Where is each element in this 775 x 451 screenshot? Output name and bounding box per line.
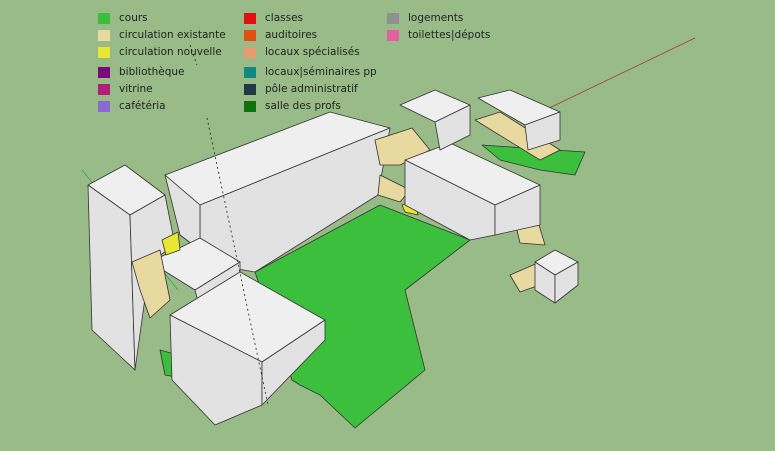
legend-label: bibliothèque [119, 66, 185, 78]
legend-swatch [98, 12, 110, 24]
legend-swatch [244, 100, 256, 112]
front-wing-front [169, 314, 263, 426]
circulation-back [474, 111, 561, 161]
legend-item-toilettes-depots: toilettes|dépots [387, 28, 490, 42]
right-building-front [404, 159, 496, 241]
legend-label: circulation existante [119, 29, 226, 41]
legend-item-circulation-existante: circulation existante [98, 28, 226, 42]
legend-swatch [244, 29, 256, 41]
legend-label: cafétéria [119, 100, 166, 112]
legend-label: auditoires [265, 29, 318, 41]
legend: cours circulation existante circulation … [0, 0, 775, 120]
legend-item-cafeteria: cafétéria [98, 99, 166, 113]
circulation-new-2 [161, 231, 181, 256]
far-block-side-2 [554, 261, 579, 304]
legend-item-bibliotheque: bibliothèque [98, 65, 185, 79]
legend-label: logements [408, 12, 464, 24]
legend-swatch [244, 12, 256, 24]
legend-label: locaux spécialisés [265, 46, 360, 58]
legend-label: classes [265, 12, 303, 24]
legend-item-pole-administratif: pôle administratif [244, 82, 358, 96]
legend-item-auditoires: auditoires [244, 28, 317, 42]
circulation-left [131, 249, 171, 319]
legend-swatch [244, 66, 256, 78]
legend-swatch [98, 83, 110, 95]
circulation-right-1 [377, 174, 411, 203]
rear-block-b-side [524, 111, 561, 151]
axis-line-red [544, 37, 696, 111]
legend-item-salle-des-profs: salle des profs [244, 99, 341, 113]
legend-swatch [244, 83, 256, 95]
legend-swatch [387, 29, 399, 41]
legend-label: circulation nouvelle [119, 46, 222, 58]
dashed-guide-1 [206, 117, 269, 406]
legend-label: vitrine [119, 83, 153, 95]
legend-item-circulation-nouvelle: circulation nouvelle [98, 45, 222, 59]
courtyard-main [254, 204, 471, 429]
legend-swatch [244, 46, 256, 58]
legend-swatch [98, 29, 110, 41]
front-wing-side [261, 319, 326, 406]
legend-item-cours: cours [98, 11, 148, 25]
legend-label: toilettes|dépots [408, 29, 491, 41]
legend-label: salle des profs [265, 100, 341, 112]
rear-block-a-side [434, 104, 471, 151]
legend-swatch [98, 66, 110, 78]
dashed-guide-2 [189, 44, 198, 66]
legend-item-logements: logements [387, 11, 463, 25]
legend-label: locaux|séminaires pp [265, 66, 377, 78]
legend-swatch [98, 46, 110, 58]
legend-item-locaux-specialises: locaux spécialisés [244, 45, 360, 59]
right-building-side [494, 184, 541, 236]
legend-item-vitrine: vitrine [98, 82, 153, 96]
legend-item-locaux-seminaires: locaux|séminaires pp [244, 65, 377, 79]
legend-label: pôle administratif [265, 83, 358, 95]
legend-item-classes: classes [244, 11, 303, 25]
legend-swatch [98, 100, 110, 112]
legend-swatch [387, 12, 399, 24]
legend-label: cours [119, 12, 148, 24]
